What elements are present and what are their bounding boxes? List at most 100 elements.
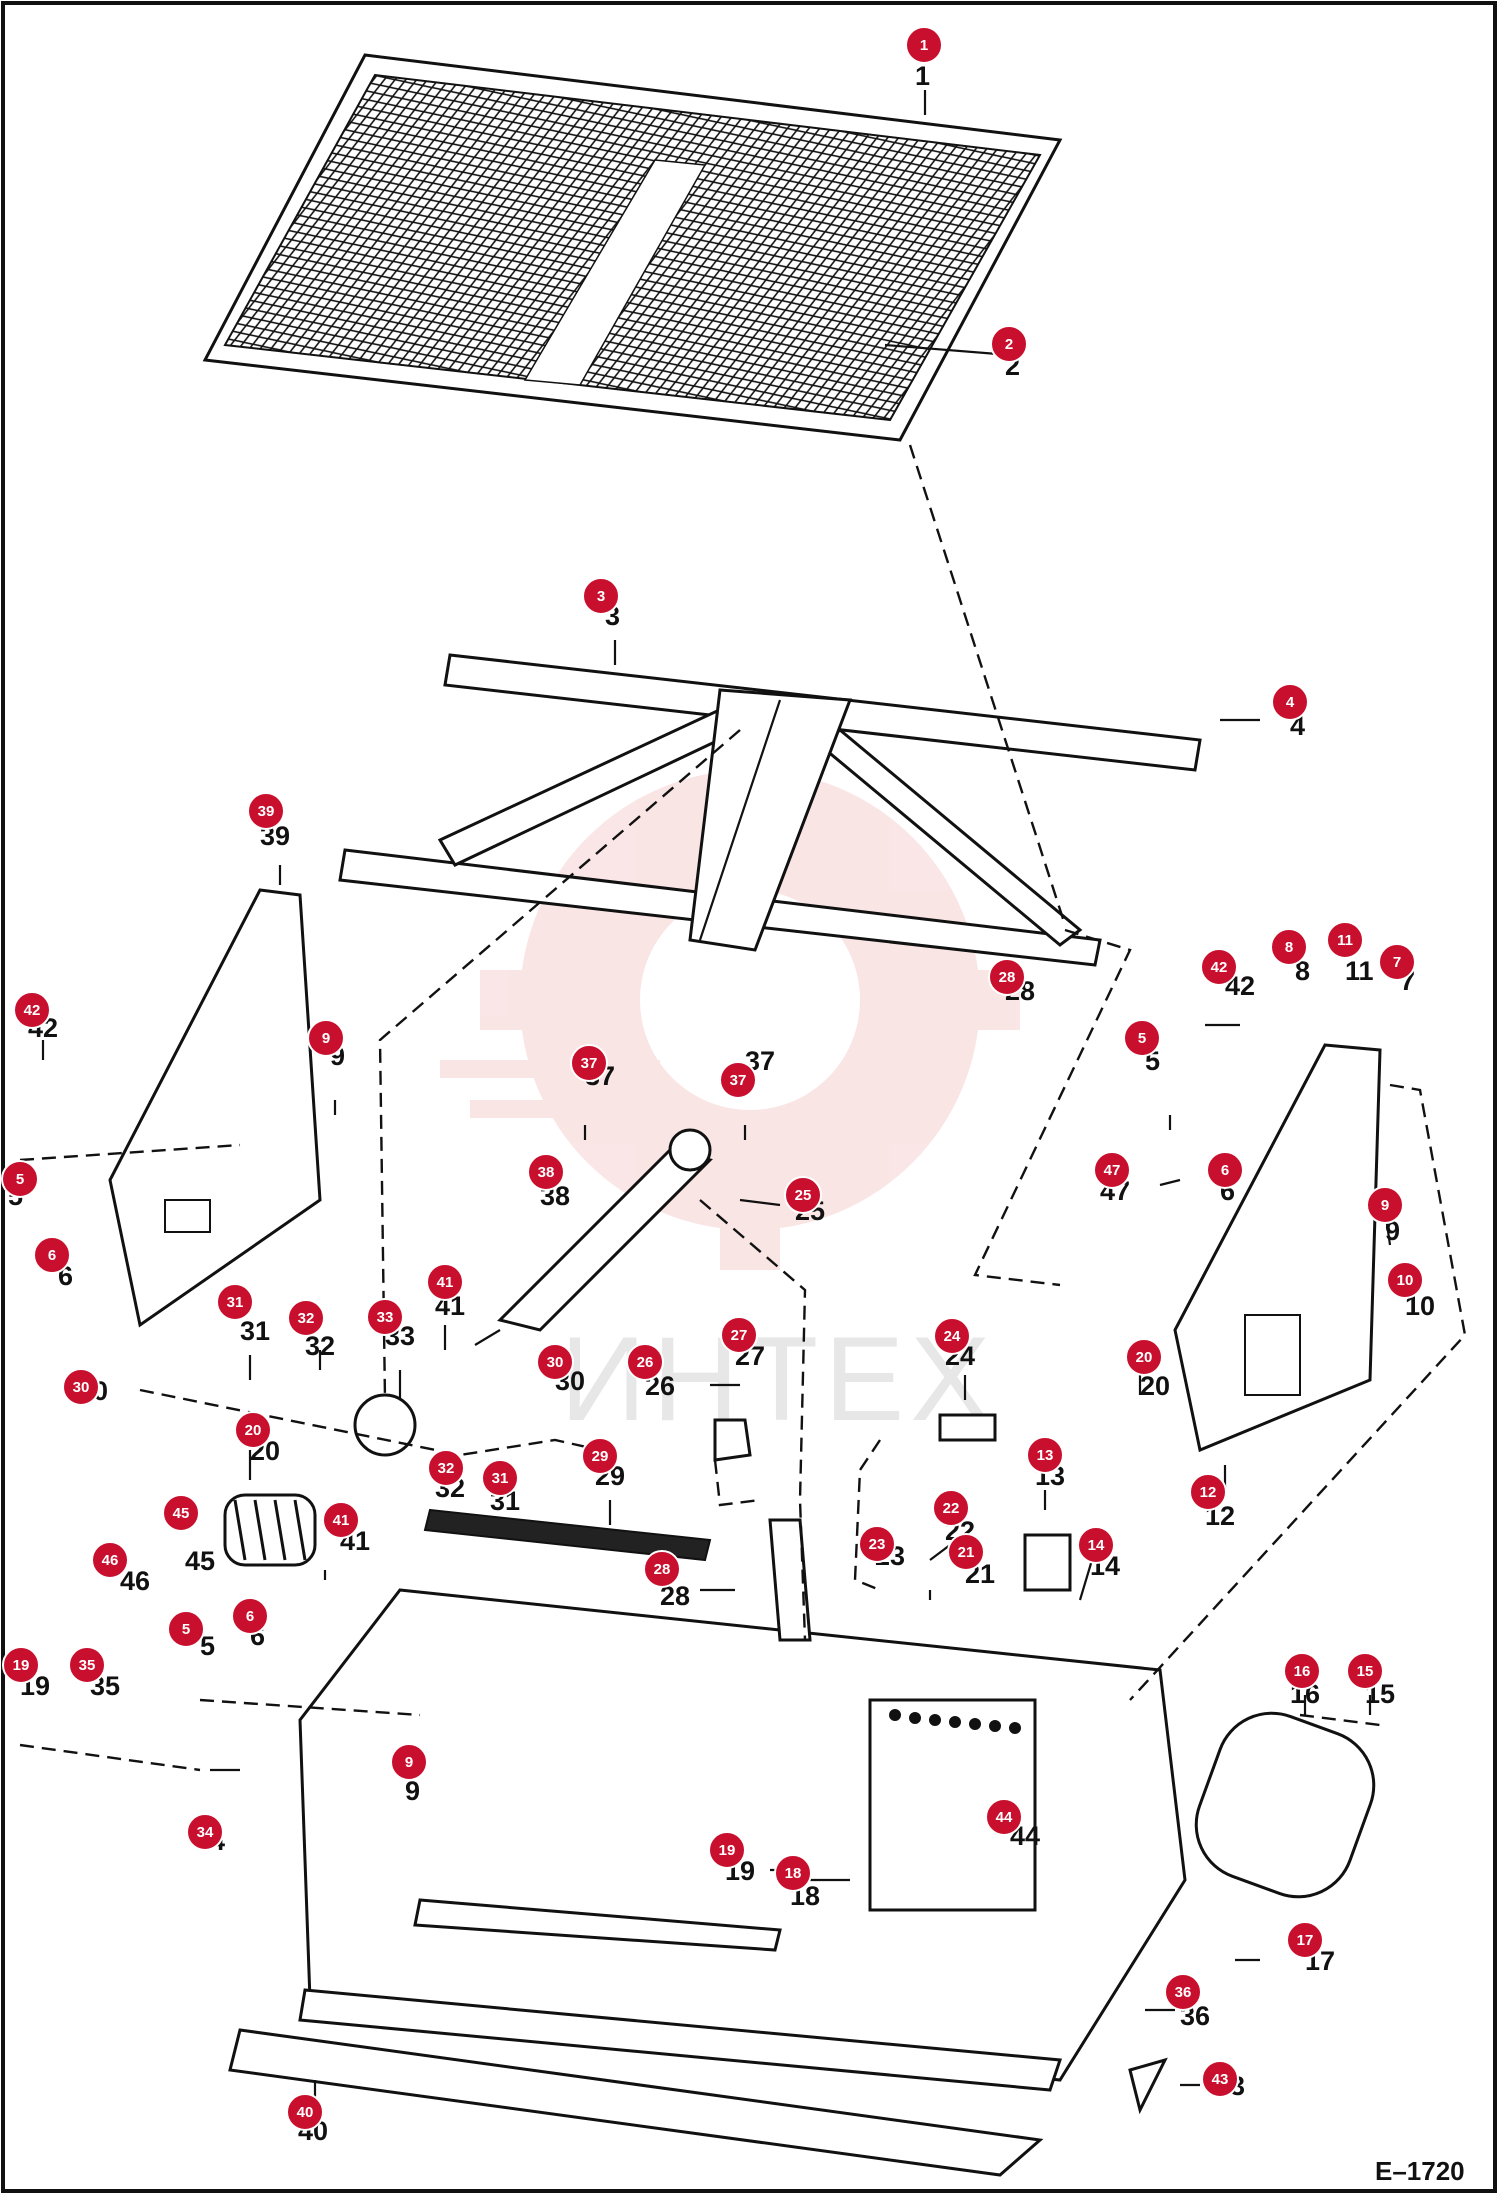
badge-9a: 9 bbox=[307, 1019, 345, 1057]
badge-41b: 41 bbox=[322, 1501, 360, 1539]
badge-7: 7 bbox=[1378, 943, 1416, 981]
svg-text:40: 40 bbox=[297, 2104, 314, 2121]
badge-6c: 6 bbox=[231, 1597, 269, 1635]
badge-5c: 5 bbox=[167, 1610, 205, 1648]
badge-42a: 42 bbox=[13, 991, 51, 1029]
badge-33: 33 bbox=[366, 1298, 404, 1336]
svg-text:15: 15 bbox=[1357, 1663, 1374, 1680]
svg-text:20: 20 bbox=[1136, 1349, 1153, 1366]
badge-30b: 30 bbox=[536, 1343, 574, 1381]
part-left-side-plate bbox=[108, 888, 322, 1328]
badge-19b: 19 bbox=[708, 1831, 746, 1869]
svg-text:5: 5 bbox=[16, 1171, 24, 1188]
svg-text:5: 5 bbox=[1138, 1030, 1146, 1047]
label-45: 45 bbox=[185, 1546, 215, 1576]
badge-3: 3 bbox=[582, 577, 620, 615]
badge-18: 18 bbox=[774, 1854, 812, 1892]
badge-8: 8 bbox=[1270, 928, 1308, 966]
badge-32b: 32 bbox=[427, 1449, 465, 1487]
svg-text:43: 43 bbox=[1212, 2071, 1229, 2088]
svg-text:1: 1 bbox=[920, 37, 928, 54]
badge-5b: 5 bbox=[1123, 1019, 1161, 1057]
svg-text:4: 4 bbox=[1286, 694, 1295, 711]
svg-text:3: 3 bbox=[597, 588, 605, 605]
svg-text:33: 33 bbox=[377, 1309, 394, 1326]
badge-40: 40 bbox=[286, 2093, 324, 2131]
badge-15: 15 bbox=[1346, 1652, 1384, 1690]
svg-text:26: 26 bbox=[637, 1354, 654, 1371]
badge-47: 47 bbox=[1093, 1151, 1131, 1189]
part-collar bbox=[353, 1393, 417, 1457]
badge-32a: 32 bbox=[287, 1299, 325, 1337]
label-5c: 5 bbox=[200, 1631, 215, 1661]
part-right-side-plate bbox=[1173, 1043, 1382, 1453]
badge-24: 24 bbox=[933, 1317, 971, 1355]
badge-41a: 41 bbox=[426, 1263, 464, 1301]
badge-36: 36 bbox=[1164, 1973, 1202, 2011]
badge-21: 21 bbox=[947, 1533, 985, 1571]
part-spring bbox=[223, 1493, 317, 1567]
badge-23: 23 bbox=[858, 1525, 896, 1563]
svg-text:42: 42 bbox=[1211, 959, 1228, 976]
svg-text:22: 22 bbox=[943, 1500, 960, 1517]
part-mounting-frame bbox=[338, 653, 1202, 967]
part-hydraulic-cylinder bbox=[474, 1128, 713, 1346]
badge-4: 4 bbox=[1271, 683, 1309, 721]
part-wear-strip bbox=[423, 1508, 712, 1562]
label-9c: 9 bbox=[405, 1776, 420, 1806]
part-cutting-edge bbox=[228, 2028, 1044, 2177]
badge-31b: 31 bbox=[481, 1459, 519, 1497]
svg-text:8: 8 bbox=[1285, 939, 1293, 956]
badge-28b: 28 bbox=[643, 1550, 681, 1588]
svg-text:31: 31 bbox=[492, 1470, 509, 1487]
svg-text:19: 19 bbox=[719, 1842, 736, 1859]
svg-text:44: 44 bbox=[996, 1809, 1013, 1826]
part-wedge bbox=[1128, 2057, 1168, 2115]
badge-16: 16 bbox=[1283, 1652, 1321, 1690]
svg-text:29: 29 bbox=[592, 1448, 609, 1465]
svg-text:17: 17 bbox=[1297, 1932, 1314, 1949]
badge-45: 45 bbox=[162, 1494, 200, 1532]
svg-text:35: 35 bbox=[79, 1657, 96, 1674]
svg-text:30: 30 bbox=[73, 1379, 90, 1396]
badge-5a: 5 bbox=[1, 1160, 39, 1198]
badge-1: 1 bbox=[905, 26, 943, 64]
svg-text:14: 14 bbox=[1088, 1537, 1105, 1554]
label-31a: 31 bbox=[240, 1316, 270, 1346]
svg-text:41: 41 bbox=[333, 1512, 350, 1529]
badge-37a: 37 bbox=[570, 1044, 608, 1082]
label-20b: 20 bbox=[1140, 1371, 1170, 1401]
badge-6b: 6 bbox=[1206, 1151, 1244, 1189]
badge-19a: 19 bbox=[2, 1646, 40, 1684]
svg-text:25: 25 bbox=[795, 1187, 812, 1204]
badge-37b: 37 bbox=[719, 1061, 757, 1099]
badge-9c: 9 bbox=[390, 1743, 428, 1781]
svg-text:37: 37 bbox=[730, 1072, 747, 1089]
badge-28a: 28 bbox=[988, 958, 1026, 996]
badge-44: 44 bbox=[985, 1798, 1023, 1836]
svg-text:30: 30 bbox=[547, 1354, 564, 1371]
svg-text:23: 23 bbox=[869, 1536, 886, 1553]
svg-text:12: 12 bbox=[1200, 1484, 1217, 1501]
badge-2: 2 bbox=[990, 325, 1028, 363]
assembly-lines bbox=[19, 444, 1467, 1772]
label-11: 11 bbox=[1345, 956, 1374, 986]
badge-14: 14 bbox=[1077, 1526, 1115, 1564]
svg-text:20: 20 bbox=[245, 1422, 262, 1439]
svg-text:39: 39 bbox=[258, 803, 275, 820]
badge-39: 39 bbox=[247, 792, 285, 830]
svg-text:6: 6 bbox=[246, 1608, 254, 1625]
svg-text:6: 6 bbox=[48, 1247, 56, 1264]
svg-text:31: 31 bbox=[227, 1294, 244, 1311]
part-cover bbox=[1194, 1711, 1376, 1899]
svg-text:19: 19 bbox=[13, 1657, 30, 1674]
badge-13: 13 bbox=[1026, 1436, 1064, 1474]
badge-20a: 20 bbox=[234, 1411, 272, 1449]
badge-35: 35 bbox=[68, 1646, 106, 1684]
svg-text:24: 24 bbox=[944, 1328, 961, 1345]
svg-text:9: 9 bbox=[1381, 1197, 1389, 1214]
badge-31a: 31 bbox=[216, 1283, 254, 1321]
